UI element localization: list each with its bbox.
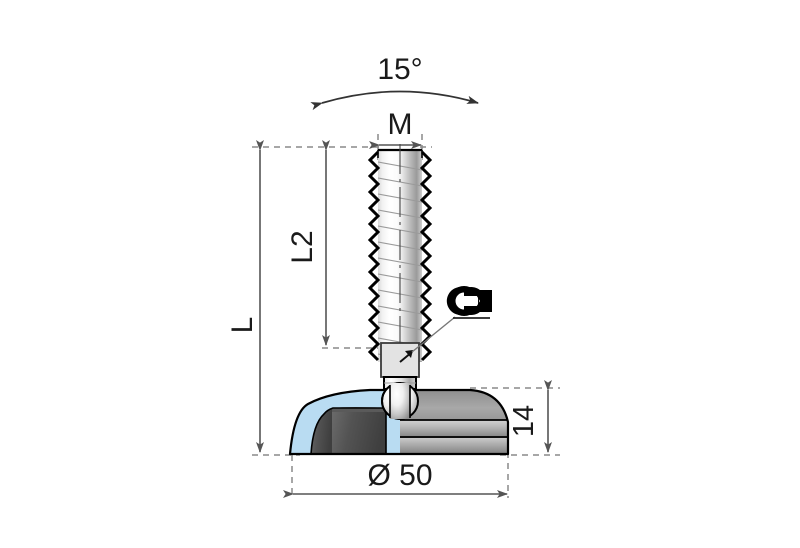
angle-dimension-15deg: 15° bbox=[310, 53, 479, 111]
thread-profile-left bbox=[367, 150, 381, 362]
base-height-label: 14 bbox=[508, 405, 540, 437]
thread-width-dimension: M bbox=[369, 108, 422, 149]
base-left-cutaway bbox=[288, 388, 400, 456]
threaded-stem bbox=[367, 144, 433, 400]
wrench-icon bbox=[446, 285, 492, 317]
angle-label: 15° bbox=[377, 53, 422, 86]
wrench-icon-group bbox=[411, 285, 492, 353]
base-diameter-dimension: Ø 50 bbox=[283, 459, 508, 498]
thread-label: M bbox=[388, 108, 413, 141]
overall-length-dimension: L bbox=[226, 140, 264, 453]
thread-profile-right bbox=[419, 150, 433, 362]
base-diameter-label: Ø 50 bbox=[367, 459, 432, 492]
base-right-half bbox=[400, 388, 510, 456]
thread-length-label: L2 bbox=[286, 230, 319, 263]
wrench-flat-detail bbox=[380, 342, 420, 378]
overall-length-label: L bbox=[226, 317, 259, 334]
ball-joint bbox=[380, 381, 419, 421]
base-height-dimension: 14 bbox=[508, 380, 552, 453]
thread-length-dimension: L2 bbox=[286, 140, 330, 346]
